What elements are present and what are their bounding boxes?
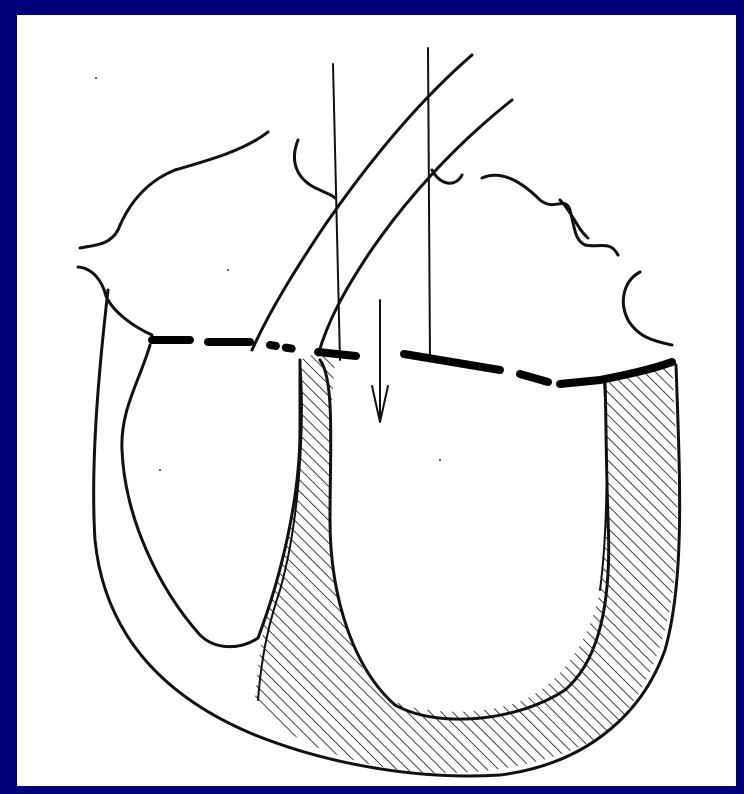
catheter-tube-outer <box>252 55 472 350</box>
catheter-tube-inner <box>318 100 512 355</box>
downward-arrow <box>372 300 388 422</box>
left-atrium-outline <box>432 170 462 183</box>
left-atrium-top <box>482 175 618 255</box>
heart-cross-section-diagram <box>17 15 736 786</box>
left-ventricle-chamber <box>320 360 609 719</box>
speck <box>95 77 97 79</box>
drawing-panel <box>17 15 736 786</box>
right-atrium-outline <box>80 132 268 248</box>
right-atrium-lower <box>78 267 152 335</box>
speck <box>227 269 229 271</box>
myocardium-hatched-region <box>255 354 677 773</box>
speck <box>159 469 161 471</box>
av-valve-plane <box>152 340 672 384</box>
right-atrium-tuck <box>294 140 335 198</box>
left-atrium-right-lobe <box>623 272 672 345</box>
speck <box>439 459 441 461</box>
